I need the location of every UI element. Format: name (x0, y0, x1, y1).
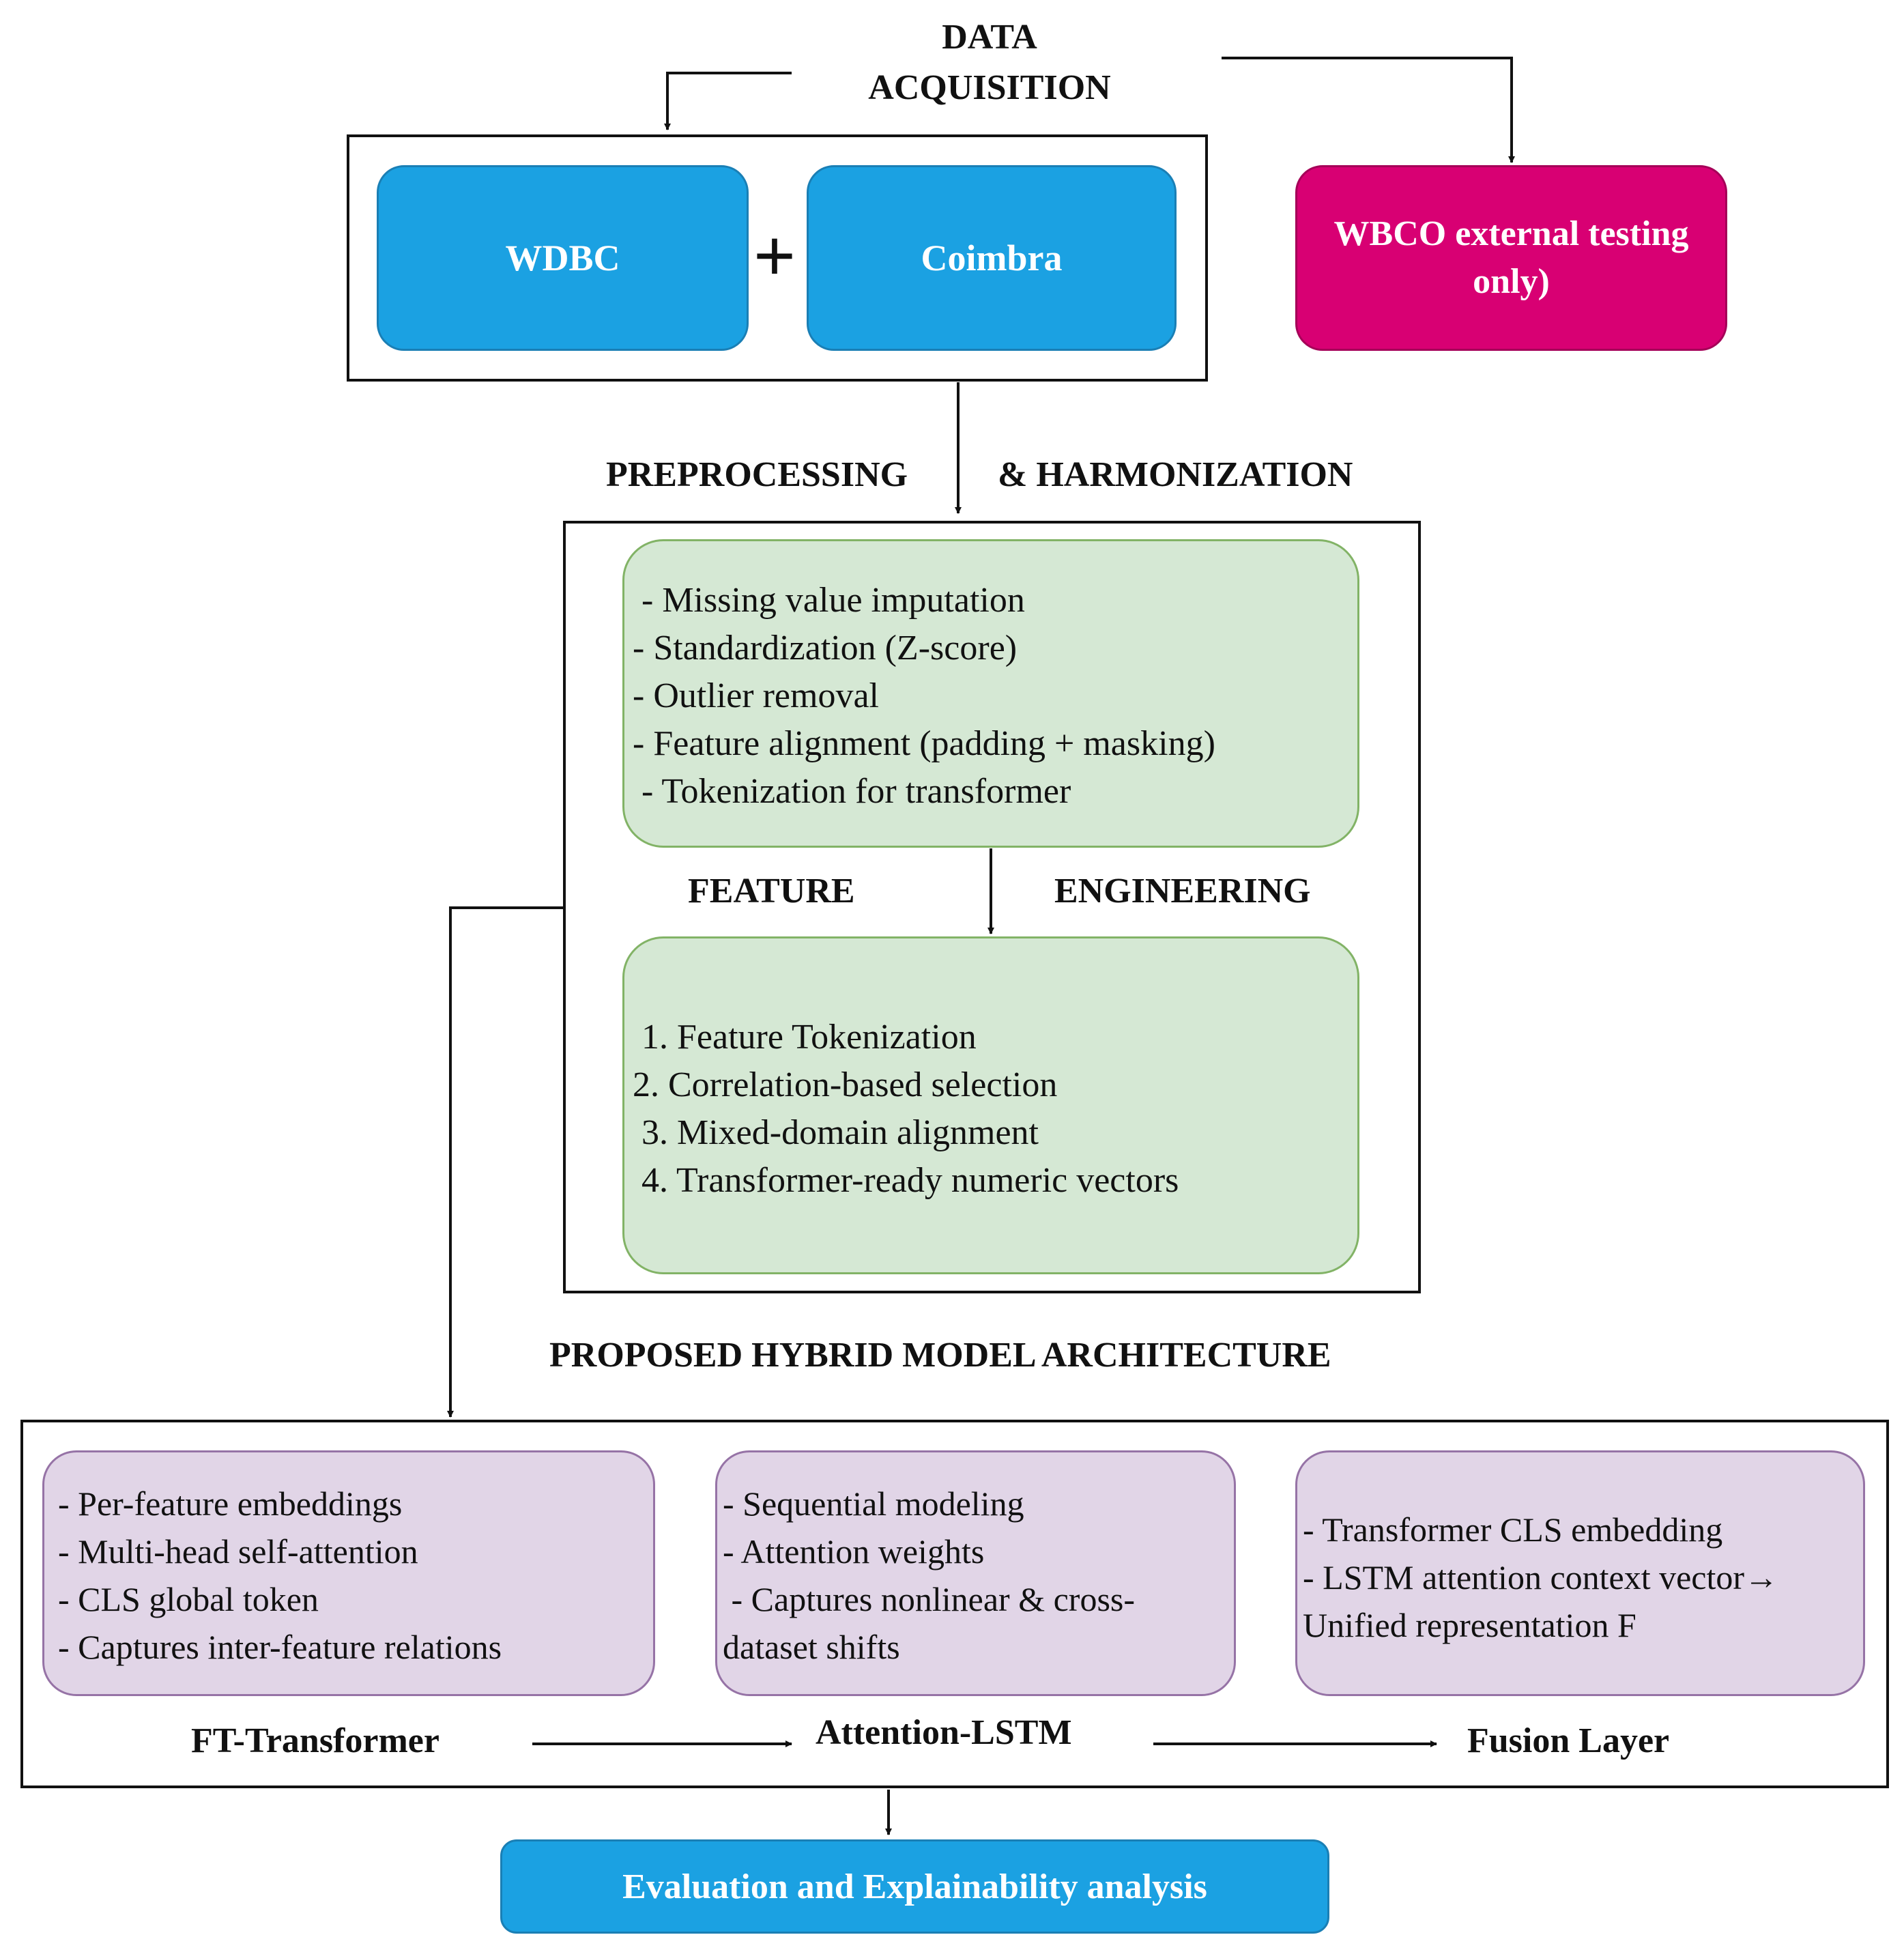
fusion-layer-box: - Transformer CLS embedding - LSTM atten… (1295, 1450, 1865, 1696)
attention-lstm-item: dataset shifts (723, 1628, 900, 1666)
coimbra-dataset-box: Coimbra (807, 165, 1177, 351)
preprocessing-step: - Outlier removal (633, 676, 879, 715)
datasets-frame (347, 134, 1208, 382)
preprocessing-step: - Tokenization for transformer (633, 772, 1071, 811)
preprocessing-title-right: & HARMONIZATION (998, 455, 1353, 494)
wdbc-dataset-label: WDBC (505, 238, 620, 278)
external-testing-label: WBCO external testing only) (1333, 214, 1689, 301)
arrow-preprocessing-to-architecture (447, 906, 563, 1418)
fusion-layer-item: - LSTM attention context vector→ (1303, 1558, 1779, 1596)
preprocessing-step: - Standardization (Z-score) (633, 629, 1018, 668)
plus-sign: + (753, 214, 796, 298)
fusion-layer-item: - Transformer CLS embedding (1303, 1510, 1723, 1549)
feature-engineering-step: 1. Feature Tokenization (633, 1018, 977, 1057)
feature-engineering-step: 4. Transformer-ready numeric vectors (633, 1161, 1179, 1200)
attention-lstm-label: Attention-LSTM (816, 1713, 1072, 1752)
data-acquisition-title-line1: DATA (942, 18, 1037, 57)
data-acquisition-title: DATA ACQUISITION (785, 12, 1194, 113)
feature-engineering-step: 2. Correlation-based selection (633, 1065, 1058, 1104)
attention-lstm-box: - Sequential modeling - Attention weight… (715, 1450, 1236, 1696)
attention-lstm-item: - Captures nonlinear & cross- (723, 1580, 1136, 1618)
wdbc-dataset-box: WDBC (377, 165, 749, 351)
ft-transformer-item: - Captures inter-feature relations (58, 1628, 502, 1666)
attention-lstm-item: - Sequential modeling (723, 1485, 1024, 1523)
feature-engineering-box: 1. Feature Tokenization 2. Correlation-b… (622, 936, 1359, 1274)
preprocessing-title-left: PREPROCESSING (606, 455, 908, 494)
preprocessing-step: - Missing value imputation (633, 581, 1025, 620)
fusion-layer-item: Unified representation F (1303, 1606, 1636, 1644)
feature-engineering-title-right: ENGINEERING (1054, 872, 1311, 911)
ft-transformer-box: - Per-feature embeddings - Multi-head se… (42, 1450, 655, 1696)
preprocessing-step: - Feature alignment (padding + masking) (633, 724, 1215, 763)
external-testing-box: WBCO external testing only) (1295, 165, 1727, 351)
ft-transformer-item: - Per-feature embeddings (58, 1485, 403, 1523)
preprocessing-frame (563, 521, 1421, 1293)
evaluation-box: Evaluation and Explainability analysis (500, 1839, 1329, 1934)
coimbra-dataset-label: Coimbra (921, 238, 1063, 278)
feature-engineering-title-left: FEATURE (688, 872, 855, 911)
architecture-title: PROPOSED HYBRID MODEL ARCHITECTURE (549, 1336, 1331, 1375)
evaluation-label: Evaluation and Explainability analysis (622, 1867, 1207, 1906)
ft-transformer-item: - CLS global token (58, 1580, 319, 1618)
attention-lstm-item: - Attention weights (723, 1532, 985, 1571)
ft-transformer-label: FT-Transformer (191, 1721, 439, 1760)
arrow-acquisition-to-datasets (664, 72, 792, 130)
data-acquisition-title-line2: ACQUISITION (868, 68, 1111, 107)
ft-transformer-item: - Multi-head self-attention (58, 1532, 418, 1571)
arrow-acquisition-to-external (1222, 57, 1515, 163)
architecture-frame (20, 1420, 1889, 1788)
fusion-layer-label: Fusion Layer (1467, 1721, 1670, 1760)
feature-engineering-step: 3. Mixed-domain alignment (633, 1113, 1039, 1152)
preprocessing-steps-box: - Missing value imputation - Standardiza… (622, 539, 1359, 848)
